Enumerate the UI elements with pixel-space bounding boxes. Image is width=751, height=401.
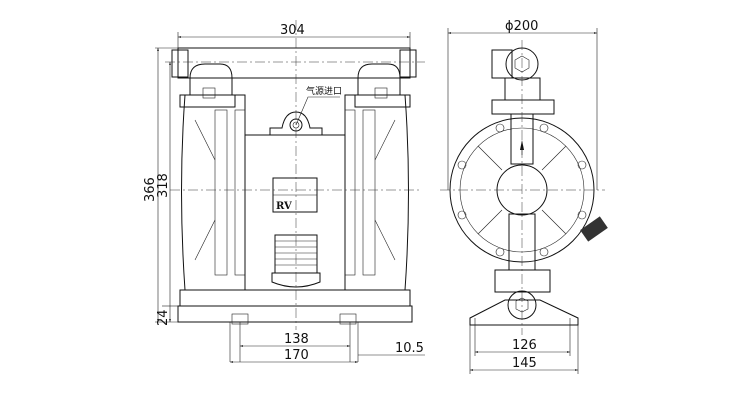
muffler-side — [580, 216, 608, 242]
top-manifold — [177, 47, 411, 79]
dim-24: 24 — [156, 309, 171, 326]
dim-318: 318 — [156, 173, 171, 198]
dim-126: 126 — [512, 338, 537, 353]
dim-366: 366 — [143, 177, 158, 202]
dim-diameter-200: ϕ200 — [505, 19, 538, 34]
dim-170: 170 — [284, 348, 309, 363]
side-base — [469, 299, 579, 326]
dim-304: 304 — [280, 23, 305, 38]
air-inlet-label: 气源进口 — [306, 85, 342, 97]
side-view: ϕ200 126 145 — [440, 19, 608, 374]
dim-138: 138 — [284, 332, 309, 347]
nameplate-logo: RV — [276, 201, 292, 212]
dim-145: 145 — [512, 356, 537, 371]
dim-10-5: 10.5 — [395, 341, 424, 356]
front-view: 气源进口 RV 304 366 318 24 138 170 10.5 — [143, 20, 425, 363]
base — [177, 305, 413, 323]
right-chamber — [344, 94, 409, 291]
left-chamber — [181, 94, 246, 291]
